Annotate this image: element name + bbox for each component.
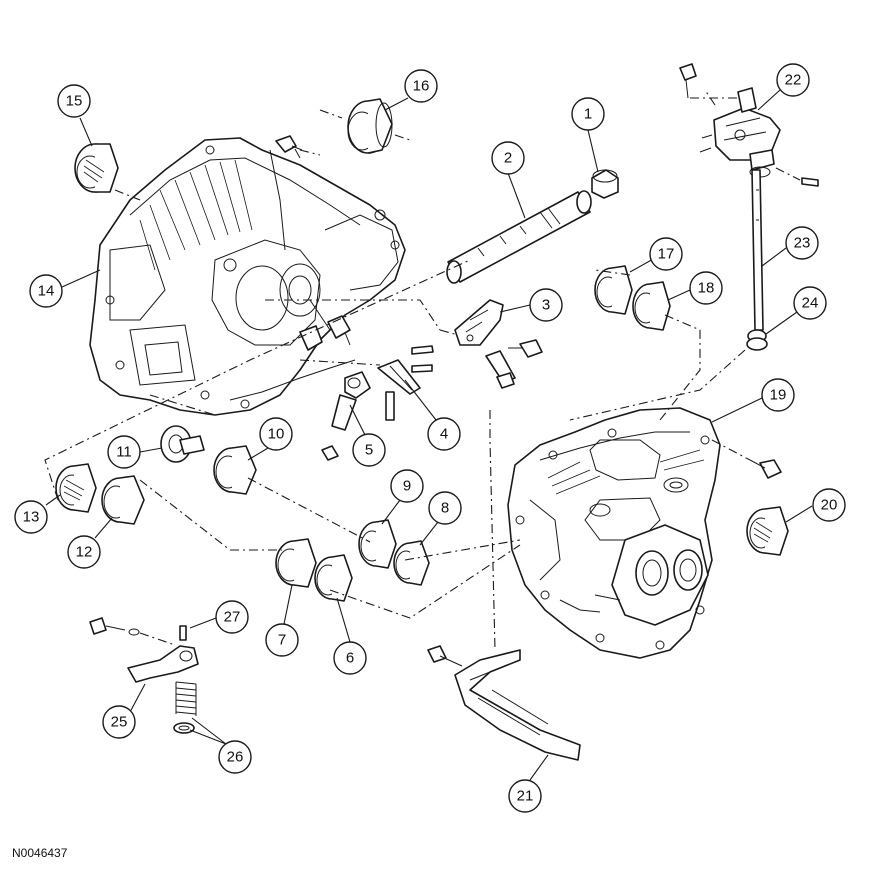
- shift-rod: [751, 169, 764, 331]
- callout-10: 10: [259, 417, 293, 451]
- callout-16: 16: [404, 69, 438, 103]
- bearing-cup-9: [358, 519, 397, 569]
- callout-17: 17: [649, 237, 683, 271]
- leader-lines: [45, 89, 813, 781]
- shift-rail: [446, 190, 592, 284]
- callout-18: 18: [689, 271, 723, 305]
- bearing-cup-12: [101, 475, 145, 525]
- callout-20-label: 20: [821, 497, 838, 514]
- callout-4-label: 4: [440, 426, 448, 443]
- callout-11-label: 11: [116, 444, 132, 461]
- callout-14: 14: [29, 274, 63, 308]
- callout-20: 20: [812, 488, 846, 522]
- callout-2: 2: [491, 141, 525, 175]
- callout-21: 21: [508, 779, 542, 813]
- bearing-cup-16: [319, 98, 411, 154]
- callout-24: 24: [793, 286, 827, 320]
- callout-25: 25: [102, 705, 136, 739]
- bearing-cup-8: [393, 540, 430, 586]
- callout-9: 9: [390, 469, 424, 503]
- callout-15: 15: [57, 84, 91, 118]
- shift-bracket: [439, 299, 543, 389]
- callout-10-label: 10: [268, 426, 285, 443]
- callout-2-label: 2: [504, 150, 512, 167]
- callout-19-label: 19: [770, 387, 787, 404]
- callout-5: 5: [352, 433, 386, 467]
- shift-lever-assembly: [377, 345, 434, 421]
- callout-12: 12: [67, 535, 101, 569]
- release-fork: [427, 645, 581, 761]
- callout-15-label: 15: [66, 93, 83, 110]
- callout-7-label: 7: [278, 632, 286, 649]
- callout-22: 22: [776, 63, 810, 97]
- callout-4: 4: [427, 417, 461, 451]
- callout-1-label: 1: [584, 106, 592, 123]
- output-seal-11: [160, 425, 205, 463]
- callout-17-label: 17: [658, 246, 675, 263]
- callout-24-label: 24: [802, 295, 819, 312]
- callout-27: 27: [215, 600, 249, 634]
- shifter-bolt: [679, 63, 740, 99]
- callout-22-label: 22: [785, 72, 802, 89]
- bearing-cup-17: [594, 265, 633, 315]
- callout-3-label: 3: [542, 297, 550, 314]
- callout-13-label: 13: [23, 509, 40, 526]
- interlock-lever: [89, 617, 199, 683]
- shifter-housing: [699, 87, 819, 187]
- callout-1: 1: [571, 97, 605, 131]
- bolt-right-case: [711, 439, 782, 479]
- plug: [591, 169, 619, 199]
- callout-26-label: 26: [227, 749, 244, 766]
- seal-20: [746, 506, 789, 556]
- callout-11: 11: [107, 435, 141, 469]
- selector-lever: [299, 315, 371, 461]
- alignment-lines: [44, 89, 746, 651]
- callout-19: 19: [761, 378, 795, 412]
- callout-5-label: 5: [365, 442, 373, 459]
- bearing-cup-10: [213, 445, 257, 495]
- callout-18-label: 18: [698, 280, 715, 297]
- callout-8: 8: [428, 491, 462, 525]
- bearing-cup-6: [314, 554, 353, 602]
- transaxle-case-right: [507, 407, 721, 659]
- callout-6: 6: [333, 641, 367, 675]
- callout-8-label: 8: [441, 500, 449, 517]
- callout-23: 23: [785, 226, 819, 260]
- bearing-cup-7: [275, 538, 317, 588]
- transaxle-case-left: [89, 137, 406, 416]
- callout-21-label: 21: [517, 788, 534, 805]
- figure-reference-code: N0046437: [12, 846, 68, 860]
- detent-spring: [173, 681, 197, 734]
- callout-3: 3: [529, 288, 563, 322]
- rod-seal: [746, 329, 768, 351]
- callout-13: 13: [14, 500, 48, 534]
- bolt-left-case-top: [275, 135, 321, 159]
- callout-25-label: 25: [111, 714, 128, 731]
- detent-pin: [179, 625, 187, 641]
- callouts: 1 2 3 4 5 6 7 8 9 10 11 12 13 14 15 16 1…: [14, 63, 846, 813]
- callout-14-label: 14: [38, 283, 55, 300]
- callout-16-label: 16: [413, 78, 430, 95]
- bearing-cup-18: [632, 281, 671, 331]
- callout-9-label: 9: [403, 478, 411, 495]
- callout-7: 7: [265, 623, 299, 657]
- callout-27-label: 27: [224, 609, 241, 626]
- seal-15: [74, 143, 141, 201]
- callout-12-label: 12: [76, 544, 93, 561]
- callout-6-label: 6: [346, 650, 354, 667]
- callout-23-label: 23: [794, 235, 811, 252]
- callout-26: 26: [218, 740, 252, 774]
- seal-13: [55, 463, 97, 513]
